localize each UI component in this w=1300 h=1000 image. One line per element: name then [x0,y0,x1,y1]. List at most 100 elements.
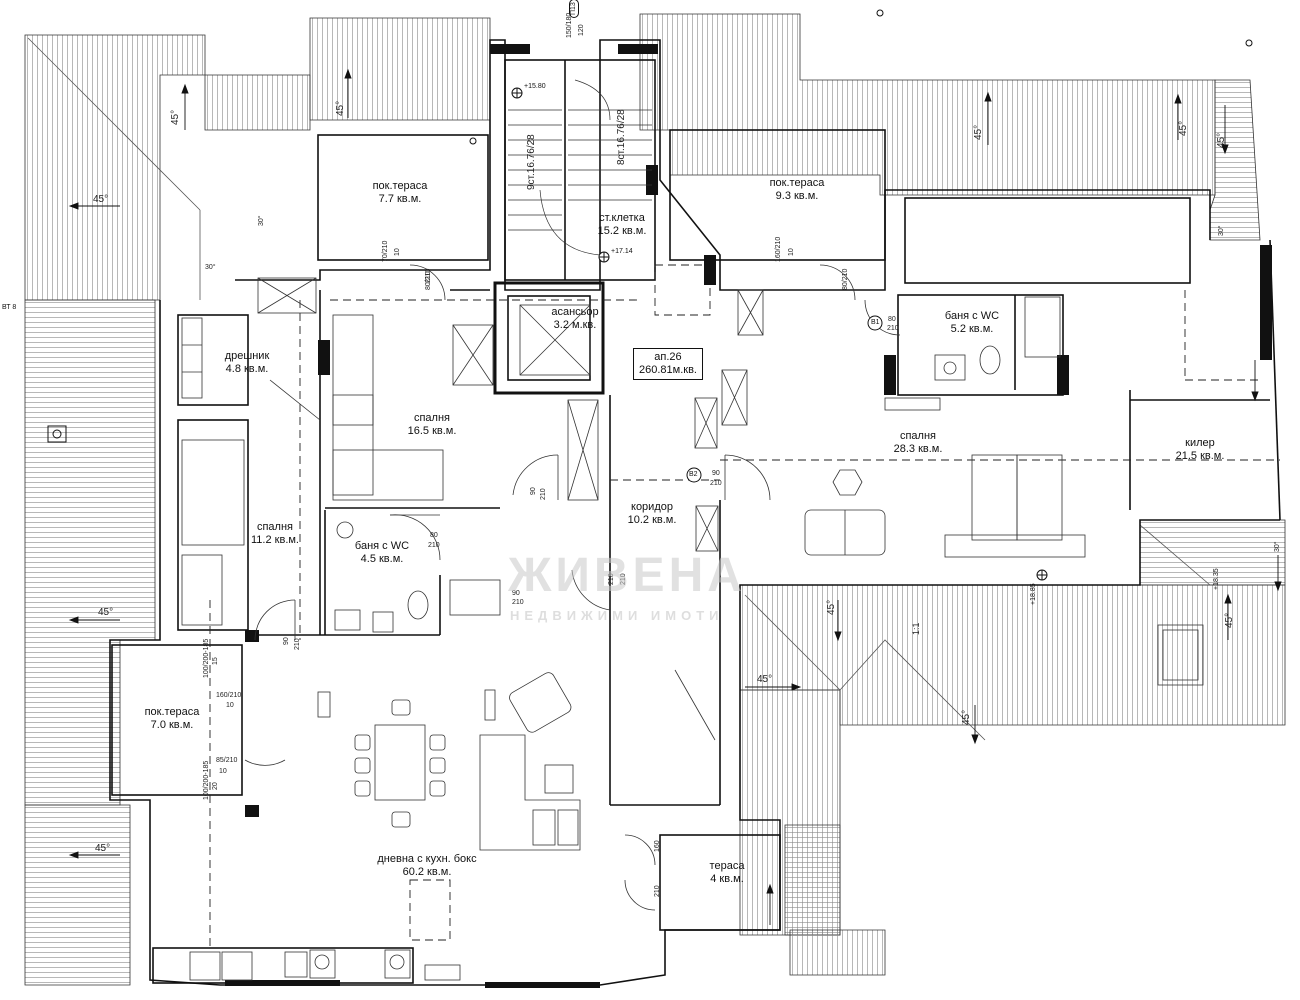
door-dim: 80/210 [842,268,849,290]
roof-angle: 45° [98,607,114,618]
door-dim: 160/210 [216,692,242,699]
room-area: 3.2 м.кв. [553,319,597,331]
room-area: 21.5 кв.м. [1175,450,1225,462]
door-dim: 210 [887,325,899,332]
level-label: +18.85 [1030,583,1037,605]
room-name: дрешник [224,350,270,362]
room-area: 15.2 кв.м. [597,225,647,237]
door-dim: 10 [219,768,227,775]
level-markers [469,9,1253,581]
label-living: дневна с кухн. бокс 60.2 кв.м. [377,853,476,879]
stair-treads [508,79,652,256]
door-dim: 90 [712,470,720,477]
apartment-area: 260.81м.кв. [639,364,697,376]
roof-angle: 30° [1274,541,1281,552]
roof-angle: 45° [1216,132,1227,148]
room-area: 4.8 кв.м. [225,363,269,375]
door-dim: 210 [710,480,722,487]
roof-angle: 45° [961,709,972,725]
door-dim: 15 [212,657,219,665]
label-closet: дрешник 4.8 кв.м. [225,350,270,376]
label-stairwell: ст.клетка 15.2 кв.м. [598,212,647,238]
roof-angle: 30° [1218,225,1225,236]
room-area: 10.2 кв.м. [627,514,677,526]
label-bath-mid: баня с WC 4.5 кв.м. [355,540,409,566]
label-storage: килер 21.5 кв.м. [1176,437,1225,463]
roof-angle: 45° [973,124,984,140]
door-tag-b2: B2 [689,471,698,478]
room-name: пок.тераса [372,180,428,192]
door-dim: 100/200-185 [203,760,210,800]
roof-nw-small [204,74,311,131]
room-name: коридор [631,501,673,513]
label-terrace-s: тераса 4 кв.м. [710,860,745,886]
room-name: килер [1185,437,1215,449]
room-name: дневна с кухн. бокс [377,853,477,865]
door-dim: 210 [425,271,432,283]
door-dim: 160/210 [775,236,782,262]
roof-angle: 45° [170,109,181,125]
roof-vent [47,425,67,443]
room-area: 28.3 кв.м. [893,443,943,455]
door-dim: 80 [888,316,896,323]
door-dim: 210 [294,638,301,650]
roof-angle: 45° [1178,120,1189,136]
watermark-sub: НЕДВИЖИМИ ИМОТИ [510,608,724,623]
door-dim: 10 [394,248,401,256]
slope-label: 1:1 [911,622,921,635]
door-dim: 160 [654,840,661,852]
room-name: пок.тераса [144,706,200,718]
room-area: 7.7 кв.м. [378,193,422,205]
room-area: 7.0 кв.м. [150,719,194,731]
door-dim: 90 [283,637,290,645]
dashed-lines [209,264,1280,950]
room-area: 16.5 кв.м. [407,425,457,437]
label-elevator: асансьор 3.2 м.кв. [551,306,598,332]
room-name: ст.клетка [599,212,645,224]
level-label: +15.80 [524,83,546,90]
room-name: асансьор [551,306,599,318]
roof-angle: 45° [335,100,346,116]
door-dim: 210 [540,488,547,500]
label-bedroom-w: спалня 11.2 кв.м. [251,521,299,547]
label-terrace-ne: пок.тераса 9.3 кв.м. [770,177,825,203]
roof-north-east [639,13,1216,196]
door-dim: 100/200-185 [203,638,210,678]
level-label: +18.35 [1213,568,1220,590]
room-name: баня с WC [354,540,410,552]
slope-arrows [68,68,1282,925]
stair-tag: П13 [569,0,579,18]
stair-label-left: 9ст.16.76/28 [526,134,537,190]
room-area: 4.5 кв.м. [360,553,404,565]
room-name: пок.тераса [769,177,825,189]
door-swings [244,264,901,911]
label-bath-ne: баня с WC 5.2 кв.м. [945,310,999,336]
door-dim: 90 [512,590,520,597]
roof-west-bottom [24,804,131,986]
label-bedroom-ne: спалня 28.3 кв.м. [894,430,943,456]
roof-angle: 30° [258,215,265,226]
room-area: 4 кв.м. [710,873,744,885]
stair-label-right: 8ст.16.76/28 [616,109,627,165]
roof-angle: 45° [1224,612,1235,628]
door-dim: 80 [430,532,438,539]
roof-west-upper [24,34,206,301]
roof-angle: 45° [93,194,109,205]
door-dim: 10 [788,248,795,256]
room-name: спалня [899,430,937,442]
room-name: тераса [709,860,745,872]
door-dim: 85/210 [216,757,238,764]
door-dim: 70/210 [382,240,389,262]
roof-angle: 30° [205,264,216,271]
room-area: 11.2 кв.м. [251,534,299,546]
label-terrace-nw: пок.тераса 7.7 кв.м. [373,180,428,206]
stair-dim-top-b: 120 [578,24,585,36]
label-corridor: коридор 10.2 кв.м. [628,501,677,527]
room-area: 5.2 кв.м. [950,323,994,335]
door-dim: 210 [654,885,661,897]
room-area: 9.3 кв.м. [775,190,819,202]
furniture [181,296,1086,981]
label-terrace-w: пок.тераса 7.0 кв.м. [145,706,200,732]
roof-west-lower [24,299,156,806]
